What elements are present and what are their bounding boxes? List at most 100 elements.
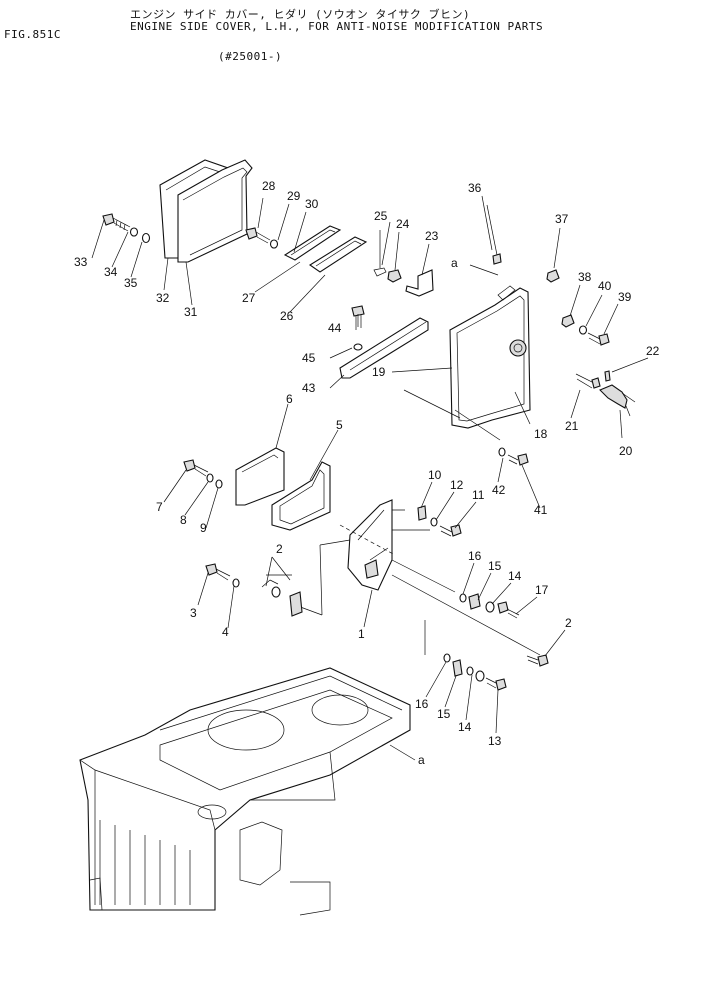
title-japanese: エンジン サイド カバー, ヒダリ (ソウオン タイサク ブヒン) (130, 8, 471, 21)
callout-22: 22 (646, 344, 660, 358)
cover-5 (271, 461, 331, 531)
bracket-1 (347, 499, 393, 591)
washer-14-lower-b (475, 670, 485, 682)
washer-42 (498, 447, 506, 457)
callout-39: 39 (618, 290, 632, 304)
callout-23: 23 (425, 229, 439, 243)
callout-26: 26 (280, 309, 294, 323)
callout-10: 10 (428, 468, 442, 482)
callout-20: 20 (619, 444, 633, 458)
callout-28: 28 (262, 179, 276, 193)
plate-26 (309, 236, 368, 273)
callout-33: 33 (74, 255, 88, 269)
callout-7: 7 (156, 500, 163, 514)
callout-11: 11 (472, 488, 485, 502)
callout-15-upper: 15 (488, 559, 502, 573)
callout-8: 8 (180, 513, 187, 527)
cover-6 (235, 447, 285, 506)
callout-6: 6 (286, 392, 293, 406)
callout-37: 37 (555, 212, 569, 226)
callout-34: 34 (104, 265, 118, 279)
callout-45: 45 (302, 351, 316, 365)
callout-1: 1 (358, 627, 365, 641)
cover-plate-18 (449, 285, 531, 429)
callout-27: 27 (242, 291, 256, 305)
callout-a-upper: a (451, 256, 458, 270)
callout-4: 4 (222, 625, 229, 639)
nut-38 (561, 314, 575, 328)
bolt-2-lower (526, 654, 549, 667)
engine-block (79, 667, 411, 916)
callout-44: 44 (328, 321, 342, 335)
washer-14-upper (485, 601, 495, 613)
bolt-17 (497, 601, 520, 619)
bolt-41 (507, 453, 529, 466)
callout-a-lower: a (418, 753, 425, 767)
callout-16-upper: 16 (468, 549, 482, 563)
callout-9: 9 (200, 521, 207, 535)
bolt-36 (486, 204, 502, 265)
bolt-33 (102, 213, 131, 232)
callout-25: 25 (374, 209, 388, 223)
callout-31: 31 (184, 305, 198, 319)
washer-9 (215, 479, 223, 489)
serial-range: (#25001-) (218, 50, 283, 63)
washer-14-lower-a (466, 666, 474, 676)
bolt-11 (439, 524, 462, 537)
callout-17: 17 (535, 583, 549, 597)
callout-43: 43 (302, 381, 316, 395)
bolt-7 (183, 459, 209, 477)
callout-24: 24 (396, 217, 410, 231)
side-cover-gasket-31 (177, 159, 253, 263)
callout-29: 29 (287, 189, 301, 203)
callout-18: 18 (534, 427, 548, 441)
callout-21: 21 (565, 419, 579, 433)
nut-24 (387, 269, 402, 283)
bar-43 (339, 317, 429, 379)
bolt-39 (587, 332, 610, 346)
callout-15-lower: 15 (437, 707, 451, 721)
callout-16-lower: 16 (415, 697, 429, 711)
callout-14-lower: 14 (458, 720, 472, 734)
washer-29 (269, 239, 279, 249)
callout-3: 3 (190, 606, 197, 620)
washer-35 (141, 232, 151, 244)
pin-22 (604, 370, 611, 382)
bracket-23 (405, 269, 434, 297)
bolt-3 (205, 563, 231, 581)
callout-2-lower: 2 (565, 616, 572, 630)
callout-2-upper: 2 (276, 542, 283, 556)
callout-41: 41 (534, 503, 548, 517)
callout-13: 13 (488, 734, 502, 748)
bolt-13 (485, 677, 507, 691)
nut-37 (546, 269, 560, 283)
callout-32: 32 (156, 291, 170, 305)
washer-40 (578, 325, 588, 335)
title-english: ENGINE SIDE COVER, L.H., FOR ANTI-NOISE … (130, 20, 544, 33)
stud-21 (575, 373, 601, 389)
callout-40: 40 (598, 279, 612, 293)
callout-35: 35 (124, 276, 138, 290)
plate-27 (283, 225, 342, 261)
spacer-15-upper (468, 593, 481, 610)
clip-10 (417, 505, 427, 521)
bolt-44 (351, 305, 365, 330)
washer-12 (430, 517, 438, 527)
clip-2-upper (261, 579, 303, 617)
callout-42: 42 (492, 483, 506, 497)
callout-12: 12 (450, 478, 464, 492)
callout-14-upper: 14 (508, 569, 522, 583)
washer-34 (129, 227, 139, 237)
pin-25 (373, 230, 387, 277)
callout-38: 38 (578, 270, 592, 284)
callout-19: 19 (372, 365, 386, 379)
washer-45 (353, 343, 363, 351)
spacer-15-lower (452, 659, 463, 677)
figure-number: FIG.851C (4, 28, 61, 41)
washer-16-lower (443, 653, 451, 663)
washer-8 (206, 473, 214, 483)
bolt-28 (245, 227, 271, 244)
washer-16-upper (459, 593, 467, 603)
callout-30: 30 (305, 197, 319, 211)
